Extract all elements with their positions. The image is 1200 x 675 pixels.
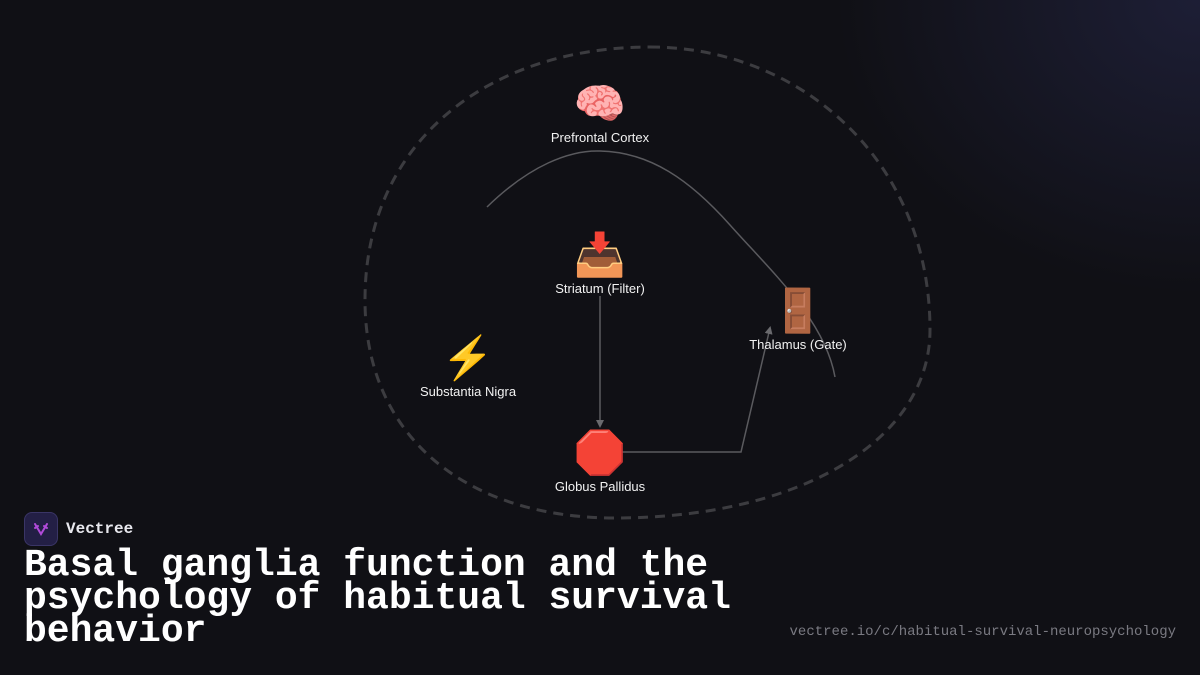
node-thalamus[interactable]: 🚪 Thalamus (Gate) bbox=[749, 287, 847, 352]
stop-sign-icon: 🛑 bbox=[573, 429, 627, 476]
node-prefrontal-cortex[interactable]: 🧠 Prefrontal Cortex bbox=[551, 80, 649, 145]
brain-icon: 🧠 bbox=[573, 80, 627, 127]
lightning-icon: ⚡ bbox=[441, 334, 495, 381]
brand: Vectree bbox=[24, 512, 133, 546]
node-striatum[interactable]: 📥 Striatum (Filter) bbox=[555, 231, 645, 296]
door-icon: 🚪 bbox=[771, 287, 825, 334]
node-substantia-nigra[interactable]: ⚡ Substantia Nigra bbox=[420, 334, 516, 399]
node-label: Globus Pallidus bbox=[554, 479, 646, 494]
node-label: Striatum (Filter) bbox=[555, 281, 645, 296]
inbox-tray-icon: 📥 bbox=[573, 231, 627, 278]
node-label: Prefrontal Cortex bbox=[550, 130, 650, 145]
node-label: Thalamus (Gate) bbox=[749, 337, 847, 352]
edge-globus-pallidus-to-thalamus bbox=[622, 326, 773, 453]
dashed-boundary bbox=[363, 45, 932, 520]
source-url: vectree.io/c/habitual-survival-neuropsyc… bbox=[789, 624, 1176, 640]
node-label: Substantia Nigra bbox=[419, 384, 517, 399]
edge-cortex-loop bbox=[486, 150, 836, 378]
vectree-fork-icon bbox=[24, 512, 58, 546]
node-globus-pallidus[interactable]: 🛑 Globus Pallidus bbox=[555, 429, 645, 494]
brand-name: Vectree bbox=[66, 520, 134, 538]
page-title: Basal ganglia function and the psycholog… bbox=[24, 544, 731, 653]
